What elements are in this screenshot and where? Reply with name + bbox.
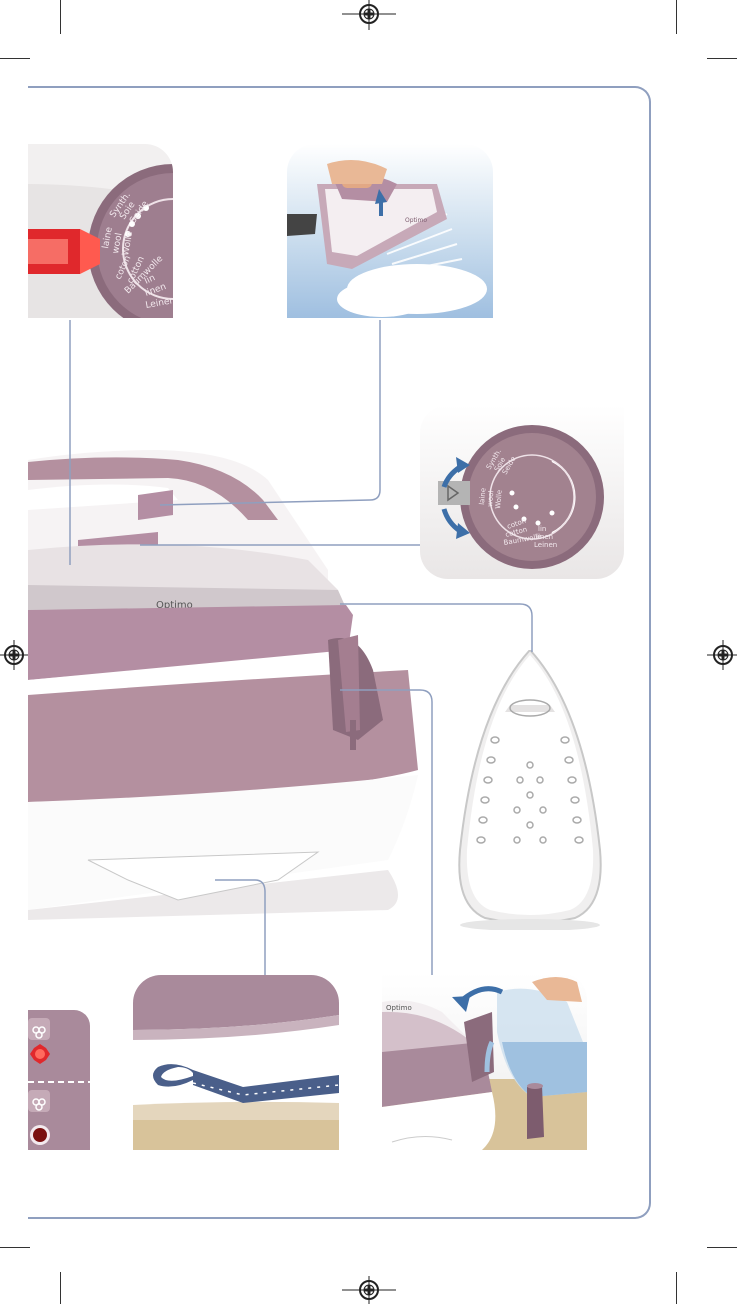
dial-label: laine: [478, 488, 487, 506]
crop-mark: [707, 1247, 737, 1248]
steam-generator-illustration: Optimo: [28, 450, 418, 920]
crop-mark: [676, 1272, 677, 1304]
page-frame: [28, 86, 651, 1219]
crop-mark: [60, 1272, 61, 1304]
crop-mark: [60, 0, 61, 34]
water-filling-illustration: Optimo: [382, 972, 587, 1150]
registration-mark-icon: [707, 640, 737, 670]
vertical-steam-illustration: Optimo: [287, 144, 493, 318]
dial-label: Leinen: [534, 541, 557, 549]
dial-label: lin: [538, 525, 546, 533]
crop-mark: [707, 58, 737, 59]
steam-icon: [32, 1026, 46, 1039]
dial-label: Wolle: [121, 230, 135, 256]
brand-label: Optimo: [386, 1004, 412, 1012]
dial-label: lin: [143, 273, 157, 287]
crop-mark: [0, 58, 30, 59]
cord-storage-illustration: [133, 975, 339, 1150]
temperature-dial-rotation: Synth. Soie Seide laine wool Wolle coton…: [420, 405, 624, 579]
indicator-panel: [28, 1010, 90, 1150]
registration-mark-icon: [0, 640, 30, 670]
brand-label: Optimo: [156, 600, 193, 611]
dial-label: laine: [101, 226, 115, 250]
registration-mark-icon: [342, 0, 396, 30]
temperature-dial-closeup: Synth. Soie Seide laine wool Wolle coton…: [28, 144, 173, 318]
brand-label: Optimo: [405, 217, 427, 224]
dial-label: wool: [486, 490, 495, 507]
dial-label: Leinen: [145, 296, 173, 311]
dial-label: wool: [111, 232, 124, 254]
steam-icon: [32, 1098, 46, 1111]
crop-mark: [676, 0, 677, 34]
soleplate-illustration: [458, 650, 602, 930]
registration-mark-icon: [342, 1276, 396, 1304]
crop-mark: [0, 1247, 30, 1248]
dial-label: linen: [536, 533, 553, 541]
dial-label: Wolle: [494, 490, 504, 510]
